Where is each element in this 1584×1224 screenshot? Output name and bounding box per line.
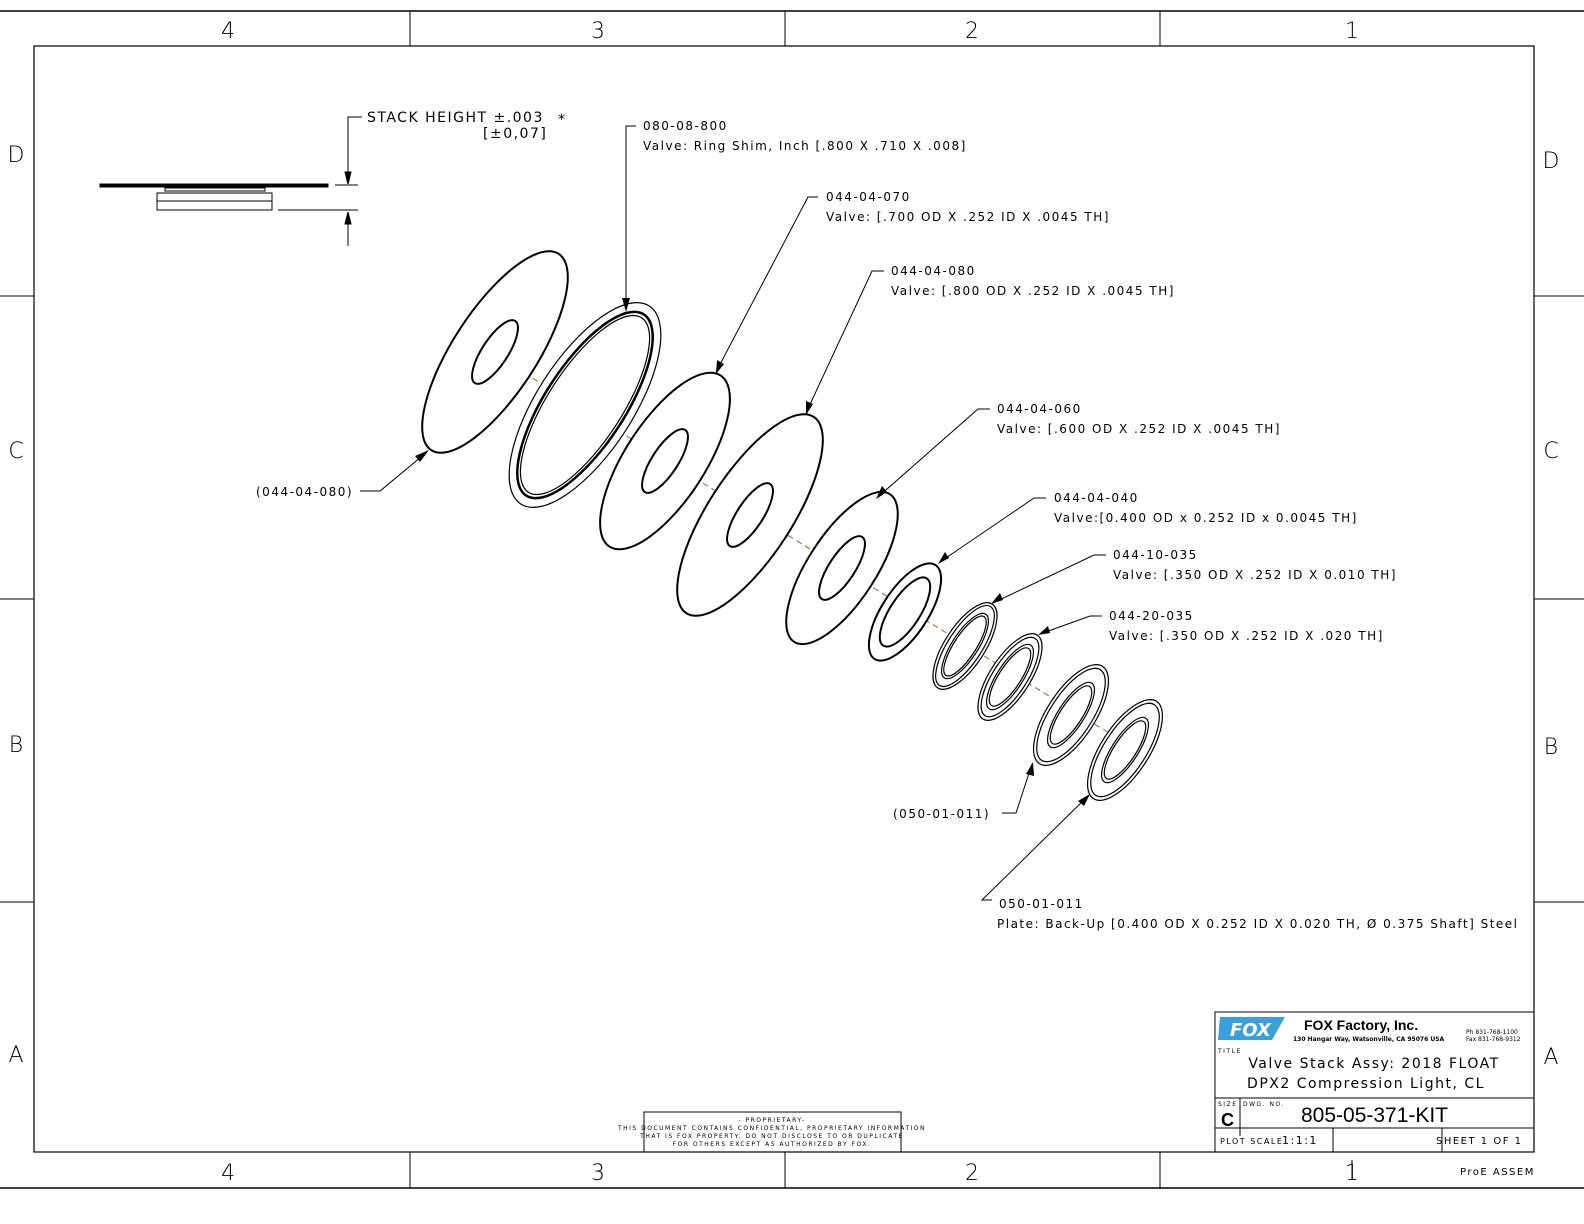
- size-label: SIZE: [1218, 1101, 1237, 1108]
- callout-desc-2: Valve: [.700 OD X .252 ID X .0045 TH]: [826, 210, 1110, 224]
- zone-col-1: 1: [1345, 19, 1359, 44]
- callout-part-5: 044-04-040: [1054, 491, 1139, 505]
- size-value: C: [1221, 1110, 1234, 1130]
- dwg-no: 805-05-371-KIT: [1301, 1104, 1448, 1127]
- callout-desc-3: Valve: [.800 OD X .252 ID X .0045 TH]: [891, 284, 1175, 298]
- stack-height-label: STACK HEIGHT ±.003: [367, 110, 544, 126]
- svg-text:FOX: FOX: [1230, 1020, 1272, 1041]
- proprietary-line-2: THAT IS FOX PROPERTY. DO NOT DISCLOSE TO…: [639, 1133, 904, 1140]
- callout-desc-8: Plate: Back-Up [0.400 OD X 0.252 ID X 0.…: [997, 917, 1519, 931]
- callout-desc-6: Valve: [.350 OD X .252 ID X 0.010 TH]: [1113, 568, 1397, 582]
- proprietary-line-1: THIS DOCUMENT CONTAINS CONFIDENTIAL, PRO…: [617, 1125, 926, 1132]
- zone-row-b: B: [9, 733, 23, 758]
- callout-desc-4: Valve: [.600 OD X .252 ID X .0045 TH]: [997, 422, 1281, 436]
- stack-side-view: [99, 116, 362, 246]
- part-044-04-040: [867, 562, 943, 662]
- title-line-1: Valve Stack Assy: 2018 FLOAT: [1248, 1056, 1499, 1072]
- part-044-04-060: [785, 490, 899, 646]
- dwg-no-label: DWG. NO.: [1243, 1101, 1285, 1108]
- zone-col-4-bottom: 4: [221, 1161, 235, 1186]
- title-block: [1214, 1011, 1535, 1180]
- part-044-20-035: [977, 633, 1043, 721]
- callout-desc-5: Valve:[0.400 OD x 0.252 ID x 0.0045 TH]: [1054, 511, 1358, 525]
- company-address: 130 Hangar Way, Watsonville, CA 95076 US…: [1293, 1036, 1445, 1043]
- zone-col-4: 4: [221, 19, 235, 44]
- part-050-01-011: [1086, 699, 1164, 801]
- company-name: FOX Factory, Inc.: [1304, 1017, 1418, 1033]
- callout-part-8: 050-01-011: [999, 897, 1084, 911]
- zone-row-c: C: [8, 439, 23, 464]
- zone-row-a-right: A: [1543, 1045, 1558, 1070]
- callout-part-3: 044-04-080: [891, 264, 976, 278]
- ref-callout-050-01-011: (050-01-011): [893, 807, 990, 821]
- callout-desc-1: Valve: Ring Shim, Inch [.800 X .710 X .0…: [643, 139, 967, 153]
- leader-arrows: [415, 298, 1090, 806]
- zone-row-d: D: [8, 143, 25, 168]
- company-fax: Fax 831-768-9312: [1466, 1036, 1521, 1043]
- sheet-number: SHEET 1 OF 1: [1436, 1136, 1523, 1147]
- zone-row-b-right: B: [1544, 735, 1558, 760]
- zone-col-3-bottom: 3: [591, 1161, 605, 1186]
- part-044-04-080: [676, 413, 824, 617]
- part-080-08-800: [508, 302, 662, 508]
- ref-callout-044-04-080: (044-04-080): [256, 485, 353, 499]
- model-type: ProE ASSEM: [1460, 1167, 1535, 1178]
- callout-desc-7: Valve: [.350 OD X .252 ID X .020 TH]: [1109, 629, 1384, 643]
- zone-col-2: 2: [965, 19, 979, 44]
- leader-lines: [360, 125, 1106, 901]
- fox-logo: FOX: [1218, 1017, 1285, 1041]
- zone-row-c-right: C: [1543, 439, 1558, 464]
- zone-row-a: A: [8, 1043, 23, 1068]
- callout-part-4: 044-04-060: [997, 402, 1082, 416]
- proprietary-heading: - PROPRIETARY-: [738, 1117, 805, 1124]
- zone-col-3: 3: [591, 19, 605, 44]
- part-050-01-011-ref: [1032, 664, 1110, 766]
- title-line-2: DPX2 Compression Light, CL: [1247, 1076, 1485, 1092]
- proprietary-box: [643, 1111, 902, 1153]
- proprietary-line-3: FOR OTHERS EXCEPT AS AUTHORIZED BY FOX.: [673, 1141, 872, 1148]
- plot-scale-label: PLOT SCALE: [1220, 1137, 1283, 1146]
- title-label: TITLE: [1217, 1048, 1242, 1055]
- zone-col-2-bottom: 2: [965, 1161, 979, 1186]
- callout-part-7: 044-20-035: [1109, 609, 1194, 623]
- callout-part-2: 044-04-070: [826, 190, 911, 204]
- callout-part-6: 044-10-035: [1113, 548, 1198, 562]
- part-044-04-080-ref: [421, 250, 569, 454]
- zone-row-d-right: D: [1543, 149, 1560, 174]
- stack-height-metric: [±0,07]: [483, 126, 547, 142]
- part-044-04-070: [599, 371, 731, 551]
- part-044-10-035: [932, 602, 998, 690]
- company-phone: Ph 831-768-1100: [1466, 1029, 1518, 1036]
- callout-part-1: 080-08-800: [643, 119, 728, 133]
- note-mark: *: [558, 112, 567, 128]
- plot-scale-value: 1:1:1: [1282, 1134, 1318, 1147]
